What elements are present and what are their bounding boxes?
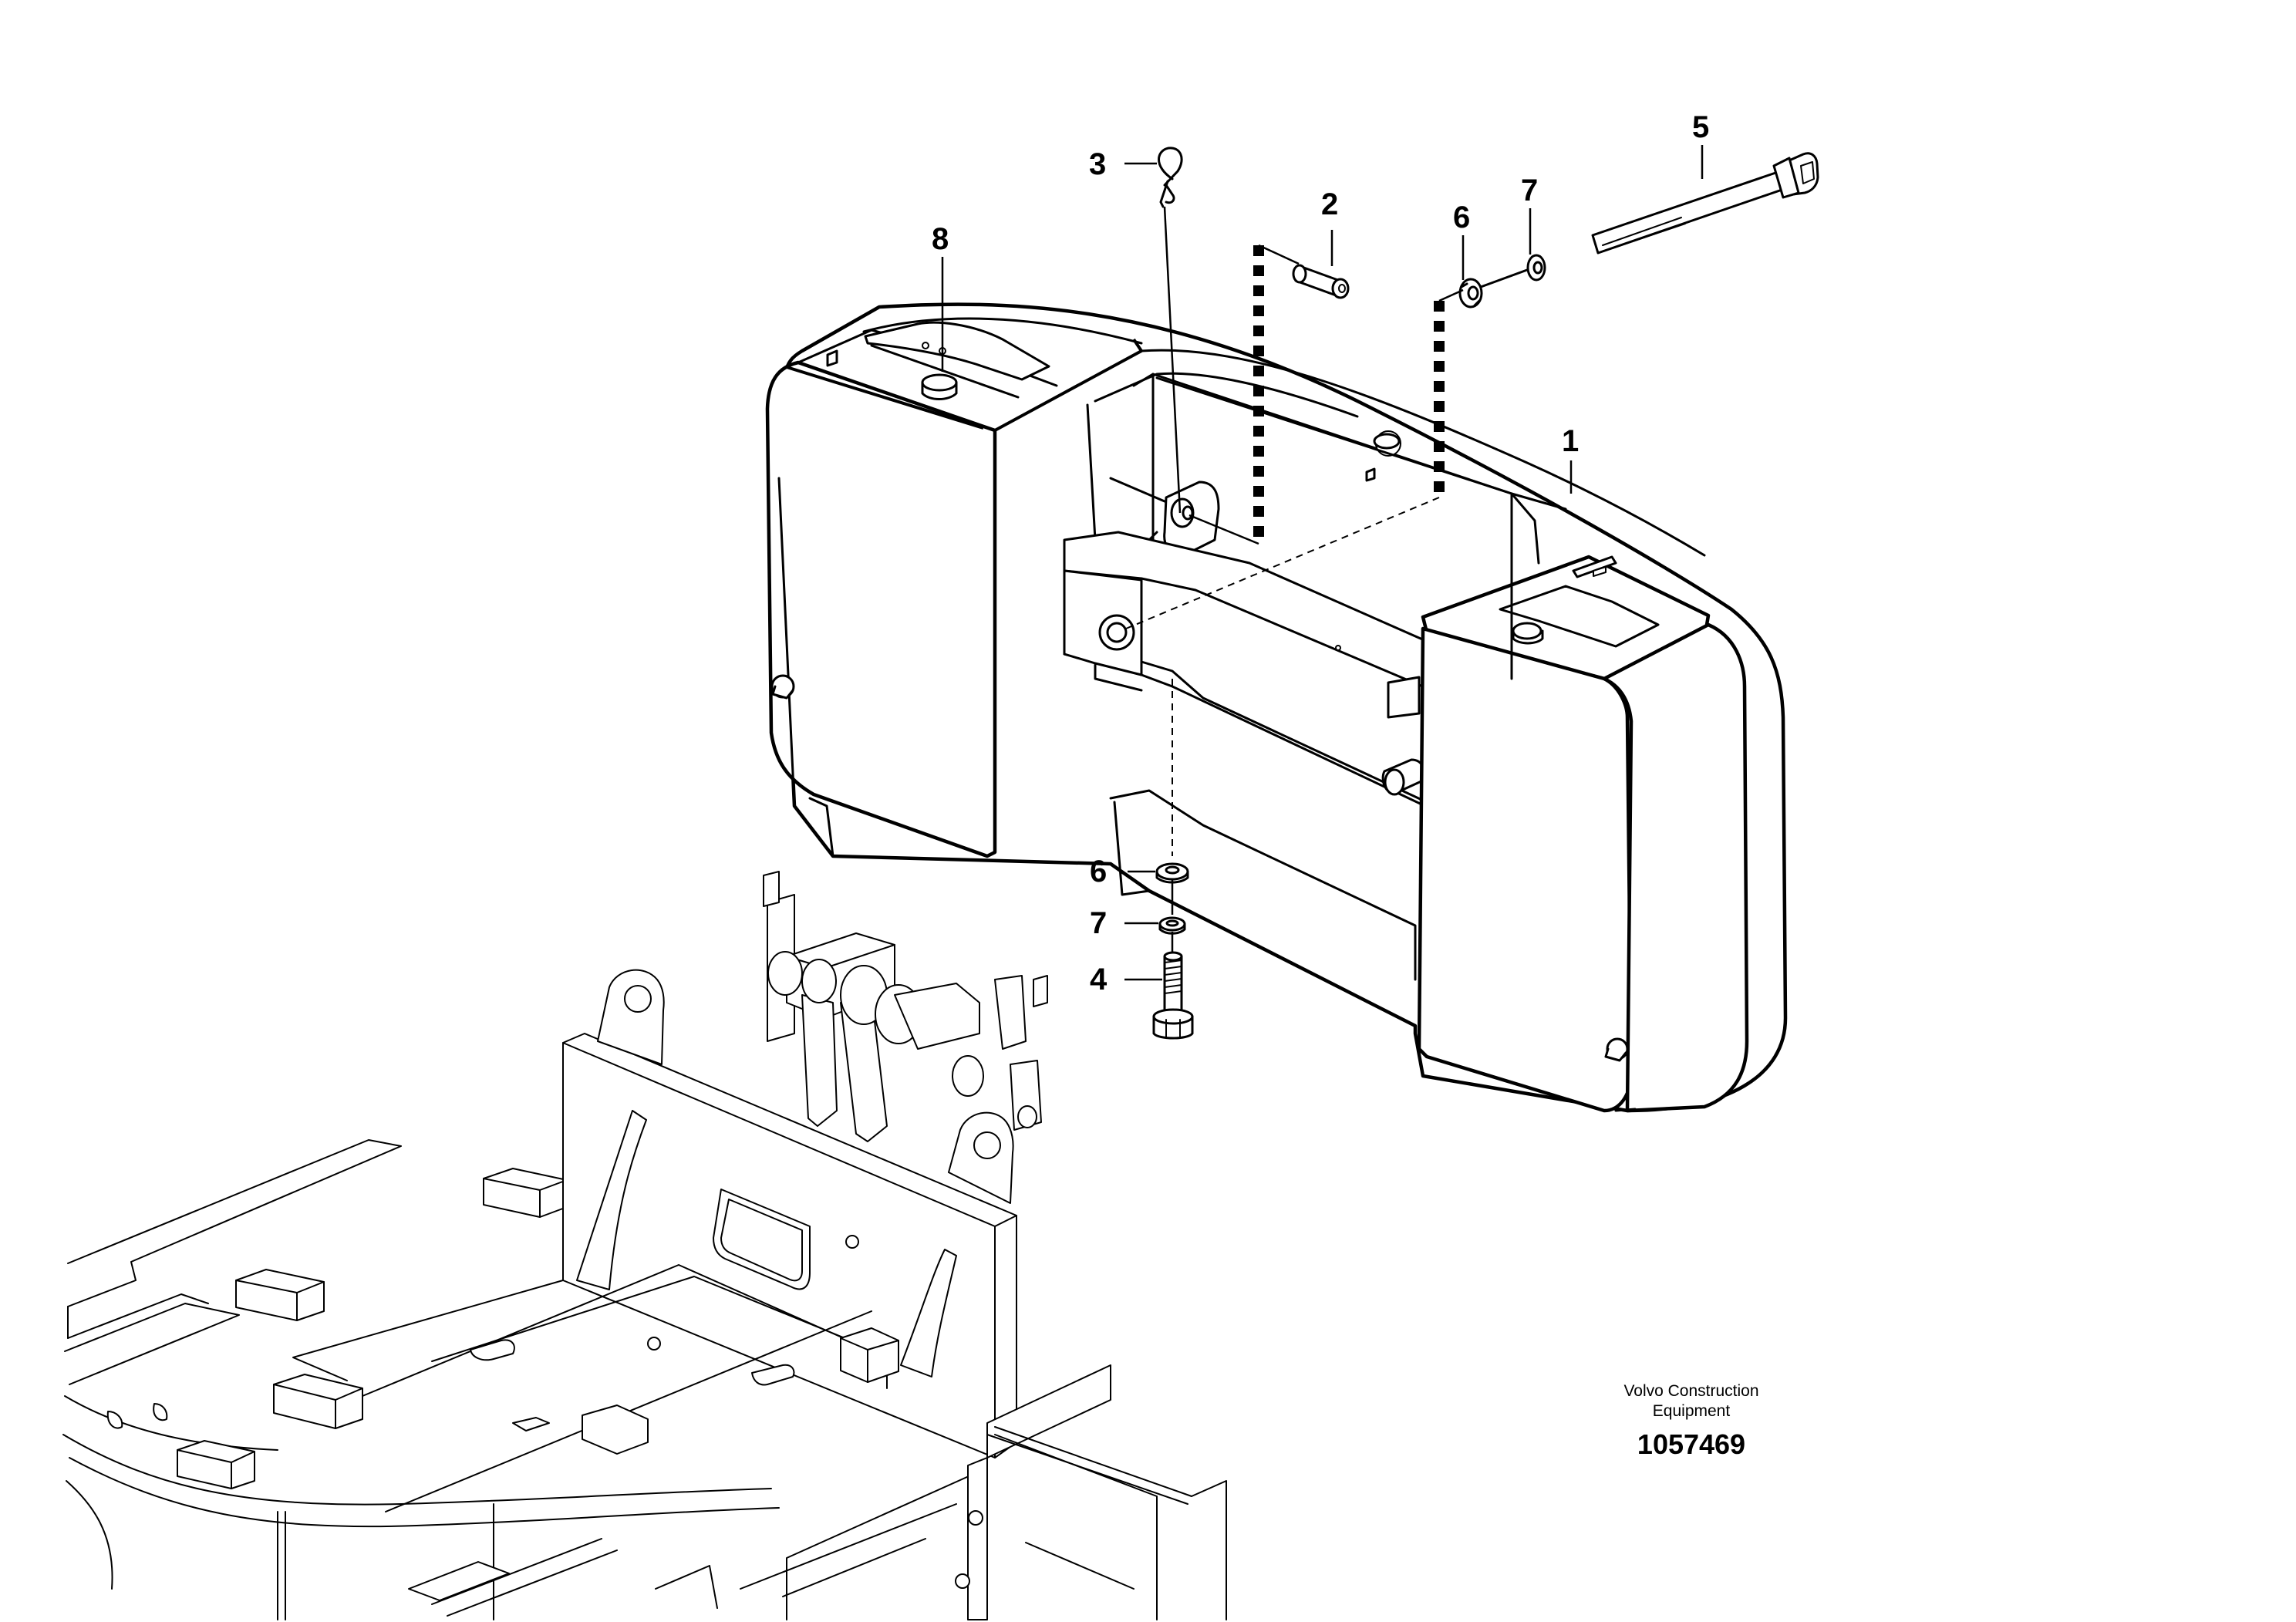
clip-item-3 [1158, 147, 1183, 208]
pin-item-2 [1292, 264, 1350, 299]
callout-labels: 1 2 3 4 5 6 6 7 7 8 [932, 110, 1709, 996]
machine-frame [62, 871, 1227, 1620]
callout-leaders [941, 145, 1704, 981]
drawing-footer: Volvo Construction Equipment 1057469 [1623, 1382, 1758, 1460]
bolt-item-5 [1591, 152, 1819, 255]
callout-8: 8 [932, 222, 949, 256]
callout-1: 1 [1562, 424, 1579, 458]
callout-6-upper: 6 [1453, 201, 1470, 234]
callout-4: 4 [1090, 963, 1108, 996]
callout-7-lower: 7 [1090, 906, 1107, 940]
callout-7-upper: 7 [1521, 174, 1538, 207]
washers-upper [1458, 254, 1546, 309]
callout-3: 3 [1089, 147, 1106, 181]
maker-line-2: Equipment [1653, 1402, 1731, 1420]
callout-2: 2 [1321, 187, 1338, 221]
drawing-number: 1057469 [1637, 1428, 1745, 1460]
callout-6-lower: 6 [1090, 855, 1107, 889]
counterweight [765, 302, 1788, 1113]
maker-line-1: Volvo Construction [1623, 1382, 1758, 1400]
callout-5: 5 [1692, 110, 1709, 144]
assembly-lines [1125, 206, 1464, 953]
